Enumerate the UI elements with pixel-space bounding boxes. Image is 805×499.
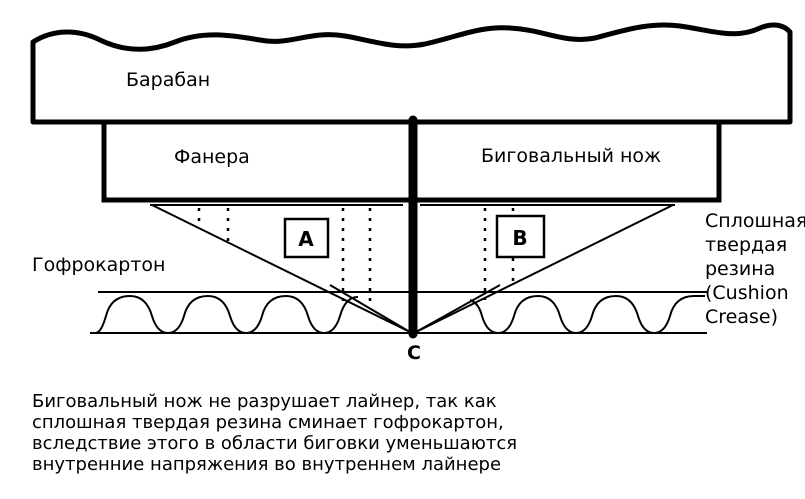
drum-shape xyxy=(30,22,793,125)
solid-rubber-label-1: Сплошная xyxy=(705,210,805,232)
plywood-label: Фанера xyxy=(174,146,250,168)
corrugated-flutes-left xyxy=(94,294,359,335)
caption-line-2: сплошная твердая резина сминает гофрокар… xyxy=(32,412,504,433)
crease-knife-label: Биговальный нож xyxy=(481,145,662,167)
zone-b-label: B xyxy=(512,226,527,250)
rubber-left-upper xyxy=(151,204,411,333)
caption: Биговальный нож не разрушает лайнер, так… xyxy=(32,391,517,475)
rubber-right-upper xyxy=(415,204,674,333)
caption-line-1: Биговальный нож не разрушает лайнер, так… xyxy=(32,391,497,412)
point-c-label: C xyxy=(407,342,421,364)
zone-b-box xyxy=(495,214,546,259)
solid-rubber-label-4: (Cushion xyxy=(705,282,789,304)
corrugated-flutes-right xyxy=(469,294,705,335)
solid-rubber-label-5: Crease) xyxy=(705,306,778,328)
corrugated-board-label: Гофрокартон xyxy=(32,254,166,276)
solid-rubber-label-2: твердая xyxy=(705,234,788,256)
caption-line-4: внутренние напряжения во внутреннем лайн… xyxy=(32,454,502,475)
solid-rubber-label-3: резина xyxy=(705,258,776,280)
zone-a-box xyxy=(283,217,330,259)
caption-line-3: вследствие этого в области биговки умень… xyxy=(32,433,518,454)
drum-label: Барабан xyxy=(126,69,211,91)
rubber-left-lower xyxy=(329,284,411,333)
zone-a-label: A xyxy=(298,227,314,251)
dotted-lines xyxy=(197,208,515,303)
rubber-right-lower xyxy=(415,284,501,333)
